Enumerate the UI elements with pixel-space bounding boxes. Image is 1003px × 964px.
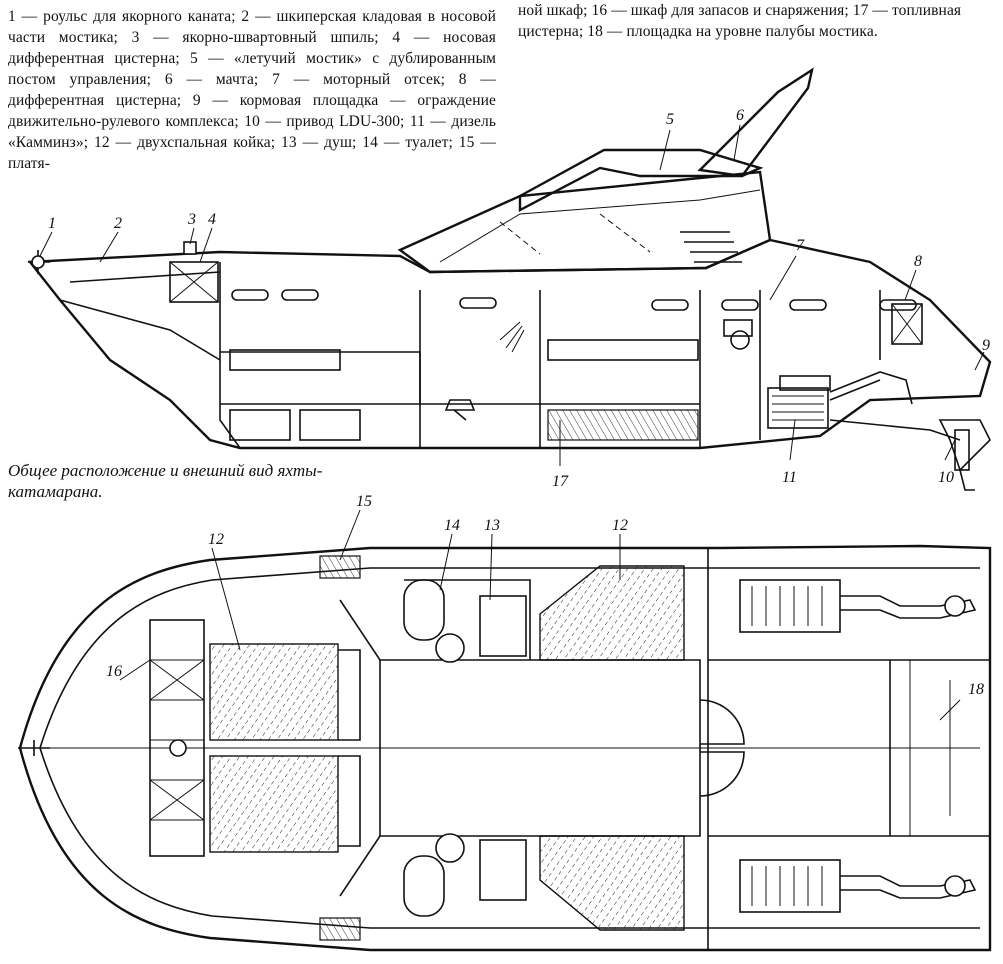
forward-berth-top <box>209 643 339 741</box>
callout-17: 17 <box>552 473 569 490</box>
callout-15: 15 <box>356 493 372 510</box>
wardrobe-bottom <box>319 917 361 941</box>
aft-berth-bottom <box>539 835 685 931</box>
callout-16: 16 <box>106 663 122 680</box>
plan-anchor-roller <box>18 740 50 756</box>
callout-2: 2 <box>114 215 122 232</box>
flying-bridge <box>518 148 764 212</box>
callout-18: 18 <box>968 681 984 698</box>
bow-trim-tank <box>169 261 219 303</box>
stern-trim-tank <box>891 303 923 345</box>
hull <box>27 238 992 450</box>
plan-view <box>18 509 992 952</box>
figure-caption: Общее расположение и внешний вид яхты-ка… <box>8 461 323 501</box>
diesel-engine-side <box>767 371 961 441</box>
legend-left-column: 1 — роульс для якорного каната; 2 — шкип… <box>8 6 496 174</box>
mast <box>697 67 814 178</box>
fuel-tank <box>547 409 699 441</box>
callout-5: 5 <box>666 111 674 128</box>
diesel-engine-top <box>739 579 977 633</box>
wardrobe-top <box>319 555 361 579</box>
legend-left-text: 1 — роульс для якорного каната; 2 — шкип… <box>8 8 496 172</box>
aft-berth-top <box>539 565 685 661</box>
callout-9: 9 <box>982 337 990 354</box>
callout-13: 13 <box>484 517 500 534</box>
callout-4: 4 <box>208 211 216 228</box>
callout-numbers: 1 2 3 4 5 6 7 8 9 10 11 17 12 15 14 13 1… <box>48 107 990 698</box>
callout-12-aft: 12 <box>612 517 628 534</box>
diesel-engine-bottom <box>739 859 977 913</box>
callout-8: 8 <box>914 253 922 270</box>
shower-bottom <box>479 839 527 901</box>
side-view <box>27 67 992 491</box>
plan-outline <box>18 544 992 952</box>
legend-right-column: ной шкаф; 16 — шкаф для запасов и снаряж… <box>518 0 1000 42</box>
toilet-bottom <box>403 855 445 917</box>
storage-locker <box>149 619 205 857</box>
callout-12-forward: 12 <box>208 531 224 548</box>
toilet-top <box>403 579 445 641</box>
callout-1: 1 <box>48 215 56 232</box>
superstructure <box>397 170 772 274</box>
forward-berth-bottom <box>209 755 339 853</box>
shower-top <box>479 595 527 657</box>
callout-3: 3 <box>187 211 196 228</box>
callout-10: 10 <box>938 469 954 486</box>
legend-right-text: ной шкаф; 16 — шкаф для запасов и снаряж… <box>518 2 962 40</box>
callout-11: 11 <box>782 469 797 486</box>
callout-14: 14 <box>444 517 460 534</box>
callout-7: 7 <box>796 237 805 254</box>
stern-drive <box>938 419 991 491</box>
callout-6: 6 <box>736 107 744 124</box>
